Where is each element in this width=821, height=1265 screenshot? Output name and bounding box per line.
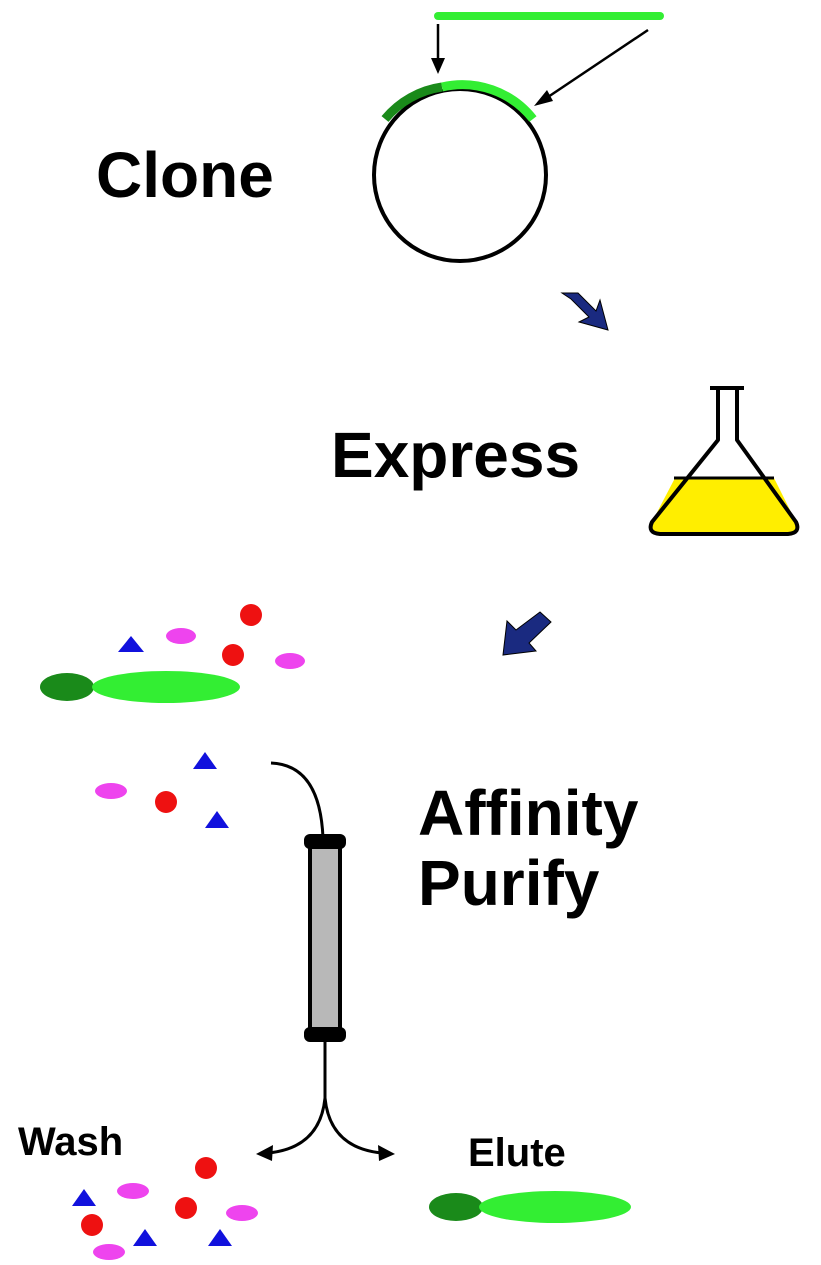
wash-output: [72, 1157, 258, 1260]
fusion-protein-body: [92, 671, 240, 703]
output-label-wash: Wash: [18, 1120, 124, 1164]
flask-icon: [648, 386, 800, 536]
step-label-affinity-line1: Affinity: [418, 777, 639, 849]
step-arrow-clone-to-express: [560, 292, 609, 331]
step-arrow-express-to-purify: [502, 611, 552, 656]
insert-arrow-left-head: [431, 58, 445, 74]
step-label-clone: Clone: [96, 139, 274, 211]
contaminant-triangle: [133, 1229, 157, 1246]
contaminant-dot: [81, 1214, 103, 1236]
contaminant-ellipse: [93, 1244, 125, 1260]
fusion-protein-tag: [40, 673, 94, 701]
contaminant-triangle: [205, 811, 229, 828]
contaminant-dot: [222, 644, 244, 666]
lysate-mixture: [40, 604, 305, 828]
elute-output: [429, 1191, 631, 1223]
contaminant-dot: [240, 604, 262, 626]
contaminant-ellipse: [275, 653, 305, 669]
column-cap-bottom: [304, 1027, 346, 1042]
contaminant-ellipse: [226, 1205, 258, 1221]
clone-step: [372, 12, 664, 263]
plasmid-tag-segment: [381, 82, 443, 122]
contaminant-triangle: [208, 1229, 232, 1246]
contaminant-triangle: [193, 752, 217, 769]
step-label-express: Express: [331, 419, 581, 491]
contaminant-triangle: [72, 1189, 96, 1206]
insert-arrow-right-head: [534, 90, 553, 106]
flask-outline: [648, 386, 800, 536]
insert-arrow-right: [547, 28, 649, 99]
contaminant-ellipse: [117, 1183, 149, 1199]
contaminant-ellipse: [166, 628, 196, 644]
step-label-affinity-line2: Purify: [418, 847, 600, 919]
elute-outlet-arrowhead: [378, 1145, 395, 1161]
output-label-elute: Elute: [468, 1131, 566, 1175]
column-body: [308, 841, 342, 1041]
contaminant-dot: [175, 1197, 197, 1219]
contaminant-triangle: [118, 636, 144, 652]
contaminant-dot: [195, 1157, 217, 1179]
purified-protein-body: [479, 1191, 631, 1223]
affinity-column: [256, 761, 395, 1161]
plasmid-circle: [372, 87, 548, 263]
step-label-affinity-purify: Affinity Purify: [418, 778, 638, 918]
contaminant-dot: [155, 791, 177, 813]
flask-culture: [650, 478, 798, 534]
column-inlet-tube: [270, 761, 325, 839]
wash-outlet-branch: [267, 1097, 327, 1155]
purified-protein-tag: [429, 1193, 483, 1221]
wash-outlet-arrowhead: [256, 1145, 273, 1161]
column-cap-top: [304, 834, 346, 849]
contaminant-ellipse: [95, 783, 127, 799]
elute-outlet-branch: [323, 1097, 383, 1155]
plasmid-insert-segment: [440, 80, 537, 122]
